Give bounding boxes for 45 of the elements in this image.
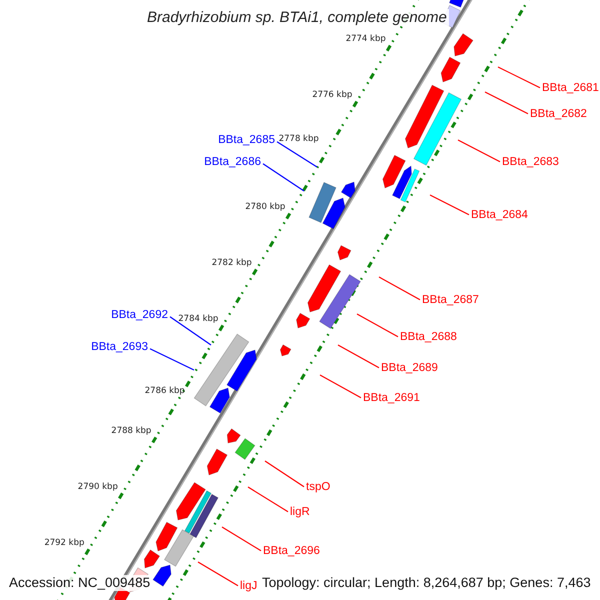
title: Bradyrhizobium sp. BTAi1, complete genome xyxy=(145,9,449,26)
gene-label: BBta_2692 xyxy=(111,310,168,322)
gene-label: BBta_2688 xyxy=(400,332,457,344)
scale-label: 2776 kbp xyxy=(312,91,352,100)
scale-label: 2778 kbp xyxy=(278,135,319,144)
leader-line xyxy=(498,66,540,88)
gene-label: BBta_2691 xyxy=(363,393,420,404)
leader-line xyxy=(338,344,380,368)
gene-label: BBta_2682 xyxy=(530,109,587,120)
gene-label: ligJ xyxy=(240,581,258,592)
gene-label: BBta_2685 xyxy=(218,135,275,146)
leader-line xyxy=(320,374,362,398)
gene-label: tspO xyxy=(306,482,330,494)
gene-label: BBta_2686 xyxy=(204,157,261,168)
leader-line xyxy=(430,194,470,216)
gene-label: BBta_2693 xyxy=(91,342,148,354)
leader-line xyxy=(378,276,420,300)
gene-label: ligR xyxy=(290,507,310,518)
leader-line xyxy=(248,486,288,512)
footer-text: Accession: NC_009485 xyxy=(7,575,152,590)
scale-label: 2792 kbp xyxy=(44,538,84,548)
footer-text: Topology: circular; Length: 8,264,687 bp; Genes: 7,463 xyxy=(260,575,593,590)
gene-label: BBta_2681 xyxy=(542,83,599,94)
gene-label: BBta_2687 xyxy=(422,295,479,306)
gene-label: BBta_2696 xyxy=(263,546,320,558)
scale-label: 2786 kbp xyxy=(144,386,185,396)
leader-line xyxy=(276,141,318,168)
leader-line xyxy=(150,348,194,370)
leader-line xyxy=(484,92,528,114)
gene-label: BBta_2689 xyxy=(381,363,438,374)
scale-label: 2784 kbp xyxy=(178,314,218,324)
scale-label: 2790 kbp xyxy=(78,482,118,492)
gene-label: BBta_2683 xyxy=(502,157,559,168)
leader-line xyxy=(264,460,304,488)
leader-line xyxy=(198,562,238,586)
scale-label: 2788 kbp xyxy=(111,426,152,436)
scale-label: 2774 kbp xyxy=(346,35,386,44)
leader-line xyxy=(262,163,304,192)
leader-line xyxy=(222,526,262,552)
leader-line xyxy=(356,314,398,338)
leader-line xyxy=(170,316,212,346)
scale-label: 2780 kbp xyxy=(245,203,286,212)
gene-label: BBta_2684 xyxy=(471,210,528,222)
scale-label: 2782 kbp xyxy=(212,259,252,268)
leader-line xyxy=(458,140,500,162)
